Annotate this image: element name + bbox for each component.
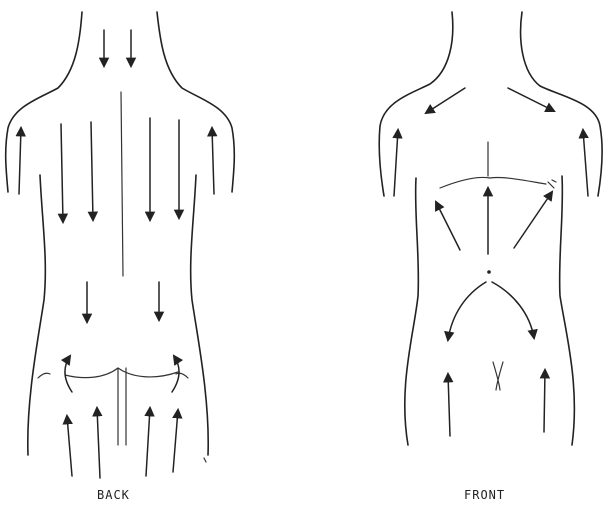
front-arrow-shoulder-left [426,88,465,113]
back-stray-mark [204,458,206,462]
front-arrow-lower-left [448,282,486,340]
back-torso-left [28,175,46,455]
front-arrow-leg-left [448,374,450,436]
front-neck-right [521,12,603,196]
back-arrow-leg-2 [97,408,100,478]
back-torso-right [191,175,209,455]
back-neck-left [6,12,82,192]
back-arrow-arm-left [19,128,21,194]
back-arrow-leg-4 [173,410,178,472]
front-arrow-abdomen-right [514,192,552,248]
back-arrow-arm-right [212,128,214,194]
back-spine-line [121,92,123,276]
front-chest-line [440,177,546,188]
back-arrow-upper-2 [91,122,93,220]
front-arrow-lower-right [492,282,534,338]
front-figure [379,12,602,445]
back-arrow-hip-left [65,356,72,392]
front-stray-mark [548,180,556,188]
front-arrow-abdomen-left [436,202,460,250]
back-figure [6,12,235,478]
back-buttock-line [65,368,178,378]
front-arrow-leg-right [544,370,545,432]
back-neck-right [157,12,234,192]
front-label: FRONT [464,488,505,502]
front-arrow-arm-left [394,130,398,196]
back-hip-mark-left [38,373,50,378]
back-arrow-leg-3 [146,408,150,476]
diagram-canvas [0,0,606,490]
front-torso-right [560,176,575,445]
back-label: BACK [97,488,130,502]
front-navel [487,270,491,274]
back-arrow-upper-1 [61,124,63,222]
front-torso-left [405,178,419,445]
back-arrow-leg-1 [67,416,72,476]
front-arrow-arm-right [583,130,588,196]
front-neck-left [379,12,453,196]
front-arrow-shoulder-right [508,88,554,111]
back-cleft [118,368,126,445]
